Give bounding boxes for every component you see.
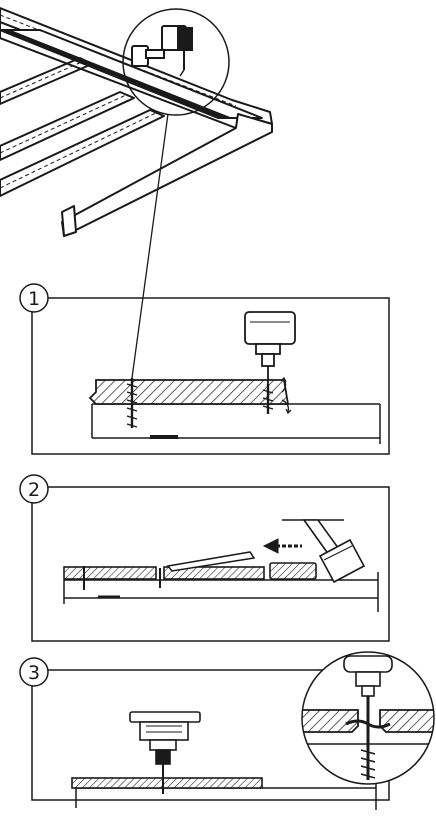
detail-board-left <box>302 709 359 733</box>
step-2-screws <box>83 566 161 590</box>
step-3-joist <box>75 770 377 810</box>
step-3-badge: 3 <box>19 657 49 687</box>
step-1-deck-board <box>88 379 290 405</box>
drill-icon <box>131 25 193 77</box>
step-2-badge: 2 <box>19 474 49 504</box>
step-3-number: 3 <box>28 662 40 684</box>
frame-joists <box>0 57 165 197</box>
step-2-deck-board-1 <box>63 566 157 580</box>
detail-drill-icon <box>343 655 393 697</box>
callout-leader-line <box>131 113 169 379</box>
step-1-screw-left <box>126 378 138 428</box>
step-2-mallet-icon <box>282 519 366 584</box>
step-1-number: 1 <box>28 288 40 310</box>
frame-beam-side-end <box>61 205 77 237</box>
overview-detail-callout <box>122 8 230 379</box>
step-1-rotation-arrow-icon <box>280 376 292 415</box>
step-2-joist <box>63 572 379 612</box>
step-3-deck-board <box>71 777 263 789</box>
step-2-deck-board-2 <box>163 566 265 580</box>
step-1-panel: 1 <box>19 283 390 455</box>
step-1-badge: 1 <box>19 283 49 313</box>
detail-screw <box>360 696 376 780</box>
step-3-panel: 3 <box>19 651 435 810</box>
detail-board-right <box>379 709 434 733</box>
step-3-drill-icon <box>129 711 201 794</box>
step-3-detail-callout <box>301 651 435 785</box>
deck-board-top <box>7 29 263 119</box>
step-2-push-arrow-icon <box>262 538 302 554</box>
step-2-panel: 2 <box>19 474 390 642</box>
step-2-deck-board-3 <box>269 562 317 580</box>
step-1-drill-icon <box>244 311 296 384</box>
step-2-spacer-tool <box>166 551 256 572</box>
step-1-screw-right <box>262 384 274 414</box>
overview-frame-drawing <box>0 7 273 237</box>
frame-beam-side <box>61 113 273 237</box>
step-2-number: 2 <box>28 479 40 501</box>
